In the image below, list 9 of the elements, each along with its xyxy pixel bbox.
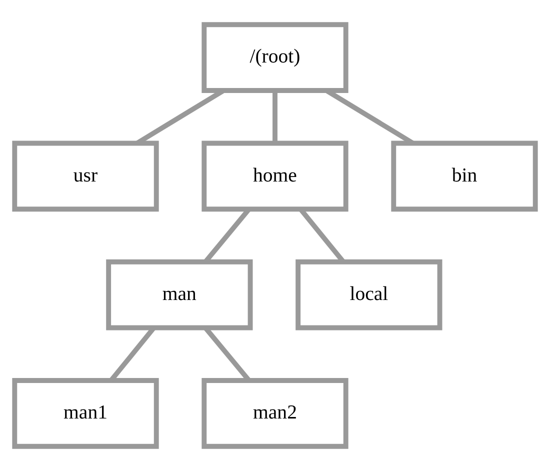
node-box: man2 <box>202 378 348 448</box>
node-box: man1 <box>12 378 159 448</box>
node-box: man <box>106 258 253 330</box>
node-box: local <box>296 258 442 330</box>
node-box: usr <box>12 140 159 212</box>
node-box: /(root) <box>202 22 348 92</box>
node-box: bin <box>391 140 538 212</box>
connector <box>272 90 278 143</box>
node-box: home <box>202 140 348 212</box>
